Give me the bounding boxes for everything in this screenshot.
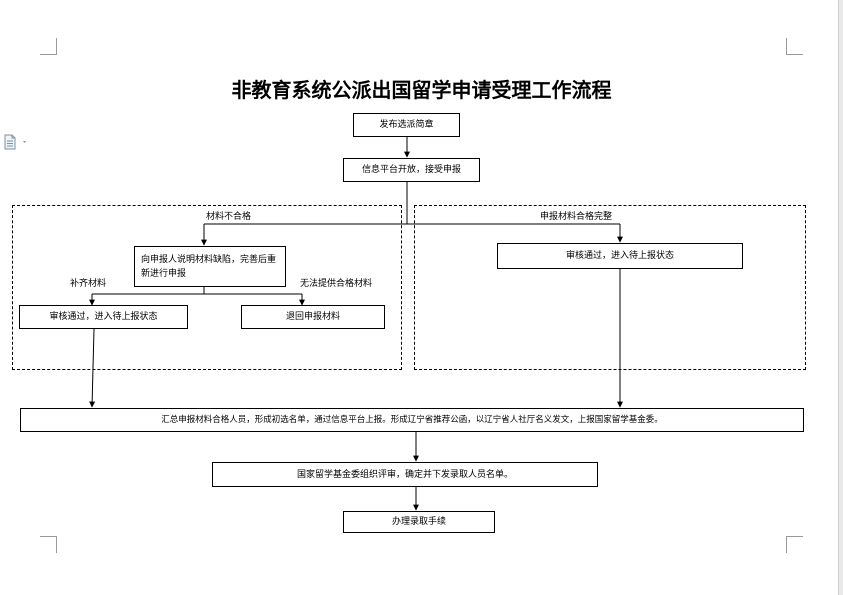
node-right-review: 审核通过，进入待上报状态 [497,243,743,269]
page-title: 非教育系统公派出国留学申请受理工作流程 [231,78,612,102]
margin-corner-top-left [40,38,57,55]
label-cannot-provide: 无法提供合格材料 [300,279,373,289]
node-return-materials: 退回申报材料 [241,305,385,329]
label-supplement: 补齐材料 [70,279,107,289]
node-notify-applicant: 向申报人说明材料缺陷，完善后重新进行申报 [134,246,286,287]
label-qualified: 申报材料合格完整 [540,212,613,222]
margin-corner-bottom-right [786,536,803,553]
qualified-region [414,205,806,370]
document-icon[interactable] [3,134,29,150]
node-left-review: 审核通过，进入待上报状态 [19,305,188,329]
label-unqualified: 材料不合格 [206,212,252,222]
margin-corner-top-right [786,38,803,55]
margin-corner-bottom-left [40,536,57,553]
node-open-platform: 信息平台开放，接受申报 [343,158,480,182]
node-summarize: 汇总申报材料合格人员，形成初选名单，通过信息平台上报。形成辽宁省推荐公函，以辽宁… [20,408,804,432]
node-publish: 发布选派简章 [353,113,460,137]
arrow-left-review-to-summary [89,328,96,408]
unqualified-region [12,205,402,370]
node-csc-review: 国家留学基金委组织评审，确定并下发录取人员名单。 [212,462,598,487]
page-edge [838,0,843,595]
node-admission: 办理录取手续 [343,511,495,533]
